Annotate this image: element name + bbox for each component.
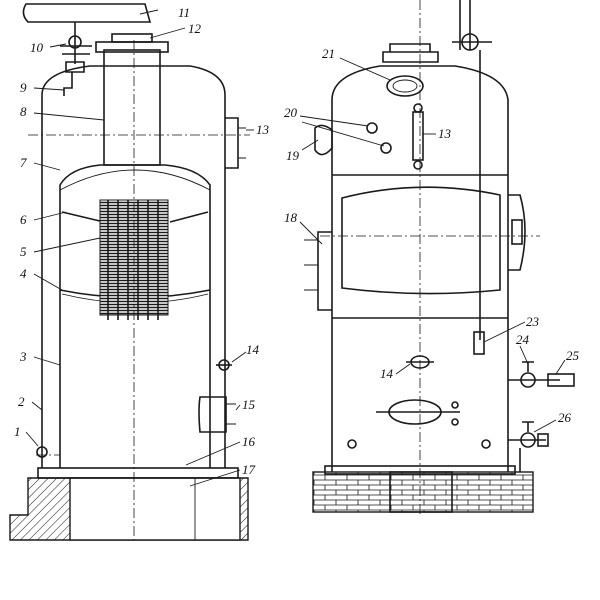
right-brick-foundation xyxy=(312,471,534,513)
label-6: 6 xyxy=(20,212,27,227)
label-13-right: 13 xyxy=(438,126,452,141)
label-25: 25 xyxy=(566,348,580,363)
left-boiler xyxy=(9,3,250,541)
label-12: 12 xyxy=(188,21,202,36)
label-19: 19 xyxy=(286,148,300,163)
label-15: 15 xyxy=(242,397,256,412)
right-outer-shell xyxy=(331,65,509,472)
label-17: 17 xyxy=(242,462,256,477)
label-24: 24 xyxy=(516,332,530,347)
label-20: 20 xyxy=(284,105,298,120)
left-foundation-block xyxy=(69,477,241,541)
right-leaders xyxy=(299,57,566,433)
right-tube-bank xyxy=(341,186,501,295)
label-14-left: 14 xyxy=(246,342,260,357)
label-7: 7 xyxy=(20,155,27,170)
left-chimney xyxy=(103,49,161,166)
left-outer-shell xyxy=(41,65,226,468)
label-3: 3 xyxy=(19,349,27,364)
label-16: 16 xyxy=(242,434,256,449)
label-2: 2 xyxy=(18,394,25,409)
label-11: 11 xyxy=(178,5,190,20)
label-23: 23 xyxy=(526,314,540,329)
label-5: 5 xyxy=(20,244,27,259)
label-18: 18 xyxy=(284,210,298,225)
label-1: 1 xyxy=(14,424,21,439)
label-26: 26 xyxy=(558,410,572,425)
label-14-right: 14 xyxy=(380,366,394,381)
right-boiler xyxy=(304,0,575,515)
label-13-left: 13 xyxy=(256,122,270,137)
left-labels: 11 12 10 9 8 7 6 5 4 3 2 1 13 14 15 16 1… xyxy=(14,5,270,477)
label-4: 4 xyxy=(20,266,27,281)
label-10: 10 xyxy=(30,40,44,55)
label-21: 21 xyxy=(322,46,335,61)
label-8: 8 xyxy=(20,104,27,119)
label-9: 9 xyxy=(20,80,27,95)
right-labels: 21 20 19 13 18 23 14 24 25 26 xyxy=(284,46,580,425)
left-leaders xyxy=(25,9,254,487)
